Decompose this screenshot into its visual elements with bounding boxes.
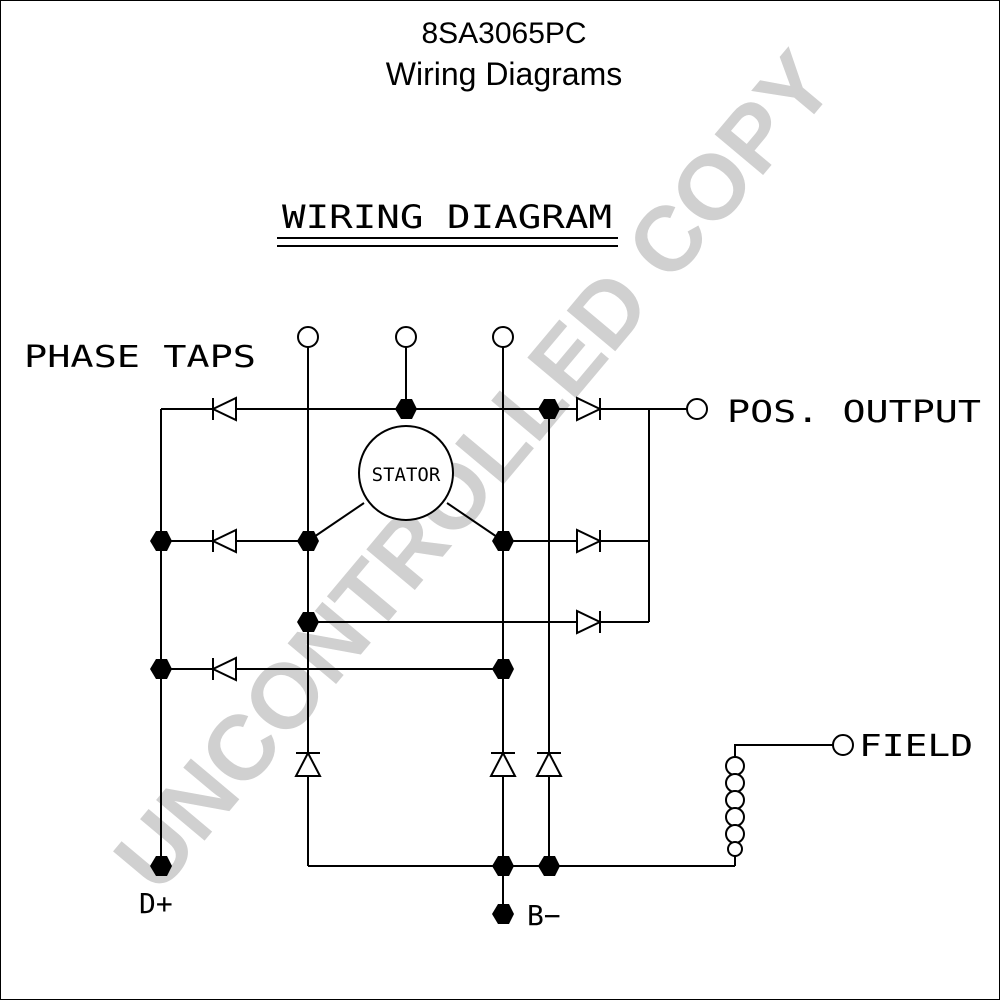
junction [538,856,560,876]
pos-output-label: POS. OUTPUT [727,395,981,430]
diode-left-row2 [210,528,237,554]
d-plus-label: D+ [139,887,173,920]
junctions [150,399,560,924]
diode-right-row1 [576,396,603,422]
field-coil [725,756,745,857]
diagram-title: WIRING DIAGRAM [282,198,612,236]
field-terminal [832,734,854,756]
junction [492,531,514,551]
junction [492,856,514,876]
stator [358,425,454,521]
diode-left-row1 [210,396,237,422]
junction [150,856,172,876]
junction [538,399,560,419]
diode-right-row2 [576,528,603,554]
phase-taps-label: PHASE TAPS [24,340,256,375]
open-terminals [297,326,854,756]
junction [395,399,417,419]
part-number: 8SA3065PC [421,17,586,50]
diode-vertical-1 [294,750,322,777]
phase-tap-terminal-1 [297,326,319,348]
junction [297,612,319,632]
junction [297,531,319,551]
diode-vertical-2 [489,750,517,777]
diode-right-row3 [576,609,603,635]
b-minus-label: B− [527,899,561,932]
b-minus-terminal [492,904,514,924]
pos-output-terminal [686,398,708,420]
junction [150,659,172,679]
diode-vertical-3 [535,750,563,777]
phase-tap-terminal-2 [395,326,417,348]
page-subtitle: Wiring Diagrams [386,56,622,92]
stator-label: STATOR [372,464,441,486]
junction [150,531,172,551]
diode-left-row4 [210,656,237,682]
field-label: FIELD [859,729,973,764]
phase-tap-terminal-3 [492,326,514,348]
junction [492,659,514,679]
